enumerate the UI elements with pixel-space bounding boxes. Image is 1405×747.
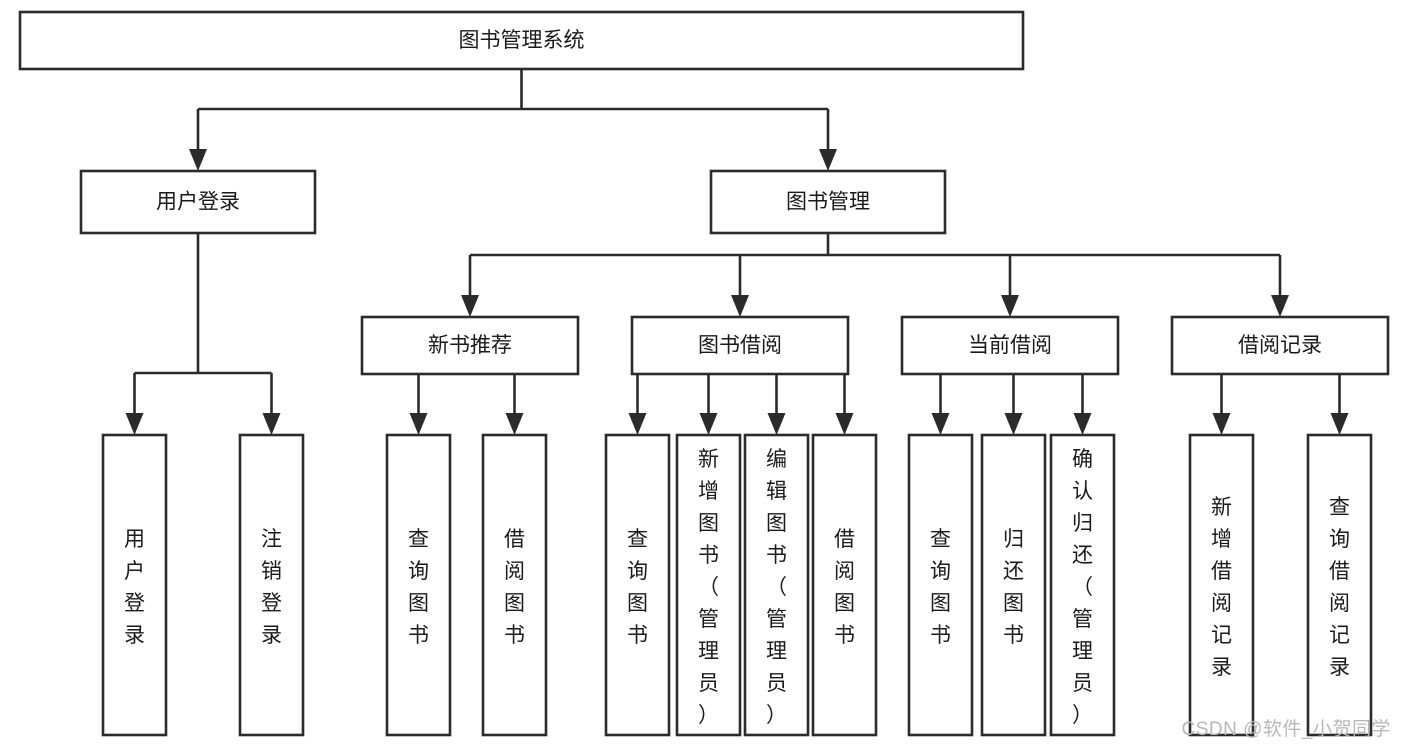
node-leaf-confirm-return[interactable]: 确认归还（管理员） [1049,433,1116,737]
node-leaf-borrow-book-2[interactable]: 借阅图书 [811,433,878,737]
edge-from-book-borrow [628,371,854,435]
edge-from-user-login [125,233,281,435]
arrow-head-icon [189,149,207,171]
arrow-head-icon [819,149,837,171]
node-box-leaf-query-book-1 [385,433,452,737]
arrow-head-icon [505,413,524,435]
node-label-book-manage: 图书管理 [786,191,870,214]
arrow-head-icon [731,295,749,317]
node-new-book-recommend[interactable]: 新书推荐 [360,315,580,376]
arrow-head-icon [1330,413,1349,435]
node-box-new-book-recommend [360,315,580,376]
node-box-leaf-add-book [675,433,742,737]
node-box-root [18,10,1025,71]
node-box-leaf-borrow-book-2 [811,433,878,737]
node-label-leaf-query-record: 查询借阅记录 [1329,496,1350,679]
arrow-head-icon [767,413,786,435]
arrow-head-icon [461,295,479,317]
node-label-leaf-query-book-1: 查询图书 [408,528,429,647]
edge-from-current-borrow [931,371,1092,435]
node-leaf-return-book[interactable]: 归还图书 [980,433,1047,737]
node-user-login[interactable]: 用户登录 [79,169,317,235]
node-label-leaf-confirm-return: 确认归还（管理员） [1072,448,1093,727]
node-leaf-borrow-book-1[interactable]: 借阅图书 [481,433,548,737]
node-leaf-edit-book[interactable]: 编辑图书（管理员） [743,433,810,737]
arrow-head-icon [699,413,718,435]
node-borrow-record[interactable]: 借阅记录 [1170,315,1390,376]
arrow-head-icon [409,413,428,435]
node-label-leaf-add-book: 新增图书（管理员） [698,448,719,727]
node-leaf-logout[interactable]: 注销登录 [238,433,305,737]
node-box-leaf-user-login [101,433,168,737]
node-label-leaf-add-record: 新增借阅记录 [1211,496,1232,679]
node-book-borrow[interactable]: 图书借阅 [630,315,850,376]
node-label-leaf-borrow-book-2: 借阅图书 [834,528,855,647]
node-label-user-login: 用户登录 [156,191,240,214]
node-root[interactable]: 图书管理系统 [18,10,1025,71]
arrow-head-icon [1271,295,1289,317]
arrow-head-icon [262,413,281,435]
node-label-leaf-borrow-book-1: 借阅图书 [504,528,525,647]
node-leaf-query-book-1[interactable]: 查询图书 [385,433,452,737]
node-box-leaf-query-record [1306,433,1373,737]
node-label-root: 图书管理系统 [459,29,585,52]
node-label-leaf-edit-book: 编辑图书（管理员） [766,448,787,727]
arrow-head-icon [931,413,950,435]
node-leaf-user-login[interactable]: 用户登录 [101,433,168,737]
node-box-borrow-record [1170,315,1390,376]
edge-from-borrow-record [1212,371,1349,435]
edge-from-book-manage [461,233,1289,317]
connector-layer [125,69,1349,435]
node-leaf-query-book-2[interactable]: 查询图书 [604,433,671,737]
node-box-leaf-add-record [1188,433,1255,737]
node-box-current-borrow [900,315,1120,376]
node-label-book-borrow: 图书借阅 [698,334,782,357]
node-box-leaf-logout [238,433,305,737]
edge-from-root [189,69,837,171]
node-label-leaf-logout: 注销登录 [261,528,282,647]
node-label-leaf-return-book: 归还图书 [1003,528,1024,647]
node-box-book-manage [709,169,947,235]
node-label-leaf-query-book-3: 查询图书 [930,528,951,647]
arrow-head-icon [1212,413,1231,435]
arrow-head-icon [1001,295,1019,317]
node-label-new-book-recommend: 新书推荐 [428,334,512,357]
node-box-leaf-return-book [980,433,1047,737]
node-box-leaf-confirm-return [1049,433,1116,737]
edge-from-new-book-recommend [409,371,524,435]
node-box-leaf-query-book-3 [907,433,974,737]
node-label-borrow-record: 借阅记录 [1238,334,1322,357]
node-label-current-borrow: 当前借阅 [968,334,1052,357]
node-box-leaf-query-book-2 [604,433,671,737]
node-label-leaf-user-login: 用户登录 [124,528,145,647]
node-box-book-borrow [630,315,850,376]
node-box-user-login [79,169,317,235]
arrow-head-icon [1004,413,1023,435]
node-leaf-query-record[interactable]: 查询借阅记录 [1306,433,1373,737]
arrow-head-icon [835,413,854,435]
node-leaf-query-book-3[interactable]: 查询图书 [907,433,974,737]
node-current-borrow[interactable]: 当前借阅 [900,315,1120,376]
node-leaf-add-book[interactable]: 新增图书（管理员） [675,433,742,737]
node-layer: 图书管理系统用户登录图书管理新书推荐图书借阅当前借阅借阅记录用户登录注销登录查询… [18,10,1390,737]
arrow-head-icon [628,413,647,435]
node-box-leaf-borrow-book-1 [481,433,548,737]
arrow-head-icon [1073,413,1092,435]
node-box-leaf-edit-book [743,433,810,737]
node-book-manage[interactable]: 图书管理 [709,169,947,235]
node-leaf-add-record[interactable]: 新增借阅记录 [1188,433,1255,737]
node-label-leaf-query-book-2: 查询图书 [627,528,648,647]
arrow-head-icon [125,413,144,435]
